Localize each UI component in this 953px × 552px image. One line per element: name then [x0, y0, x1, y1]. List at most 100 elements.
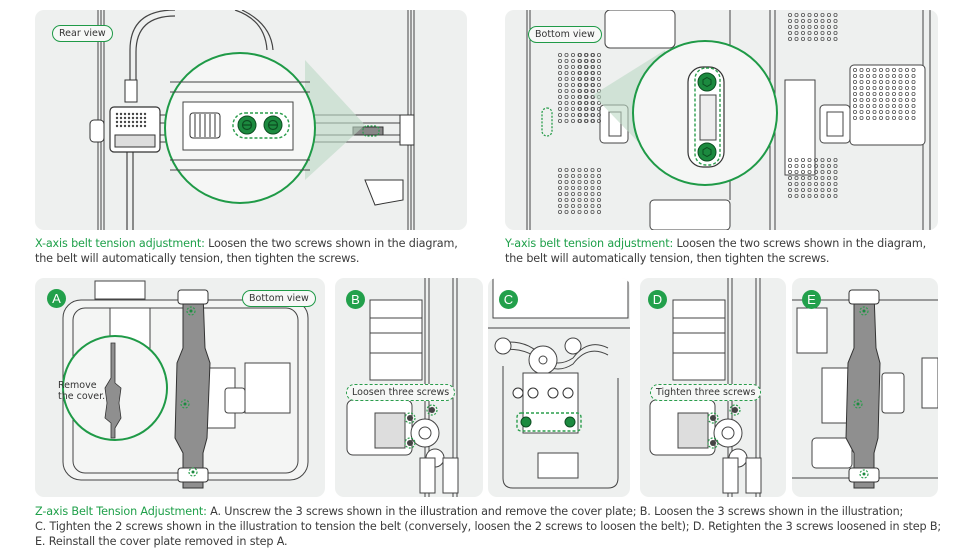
vent-hole [591, 65, 596, 70]
vent-hole [820, 24, 825, 29]
vent-hole [833, 36, 838, 41]
vent-hole [577, 191, 582, 196]
vent-hole [891, 110, 896, 115]
vent-hole [891, 116, 896, 121]
vent-hole [911, 92, 916, 97]
vent-hole [597, 107, 602, 112]
x-axis-caption-line1: Loosen the two screws shown in the diagr… [204, 237, 458, 250]
vent-hole [564, 203, 569, 208]
vent-hole [787, 13, 792, 18]
vent-hole [590, 203, 595, 208]
vent-hole [597, 59, 602, 64]
vent-hole [577, 197, 582, 202]
vent-hole [891, 68, 896, 73]
vent-hole [584, 83, 589, 88]
vent-hole [826, 36, 831, 41]
vent-hole [787, 36, 792, 41]
vent-hole [577, 167, 582, 172]
vent-hole [564, 113, 569, 118]
vent-hole [800, 157, 805, 162]
vent-hole [807, 169, 812, 174]
vent-hole [591, 77, 596, 82]
vent-hole [813, 187, 818, 192]
z-axis-caption-line3: E. Reinstall the cover plate removed in … [35, 535, 288, 548]
vent-hole [597, 203, 602, 208]
vent-hole [891, 74, 896, 79]
vent-hole [794, 36, 799, 41]
vent-hole [787, 30, 792, 35]
vent-hole [872, 110, 877, 115]
vent-hole [859, 92, 864, 97]
vent-hole [826, 187, 831, 192]
vent-hole [558, 167, 563, 172]
vent-hole [833, 13, 838, 18]
vent-hole [833, 157, 838, 162]
vent-hole [597, 101, 602, 106]
z-axis-step-b-illustration: B Loosen three screws [335, 278, 483, 497]
vent-hole [584, 59, 589, 64]
vent-hole [865, 74, 870, 79]
vent-hole [571, 89, 576, 94]
vent-hole [558, 77, 563, 82]
remove-cover-note-line1: Remove [58, 380, 97, 391]
vent-hole [564, 119, 569, 124]
vent-hole [911, 110, 916, 115]
vent-hole [591, 89, 596, 94]
vent-hole [878, 104, 883, 109]
vent-hole [807, 36, 812, 41]
vent-hole [591, 113, 596, 118]
vent-hole [859, 104, 864, 109]
step-e-diagram [792, 289, 938, 489]
vent-hole [597, 191, 602, 196]
vent-hole [865, 68, 870, 73]
vent-hole [571, 95, 576, 100]
z-axis-step-a-illustration: A Bottom view Remove the cover. [35, 278, 325, 497]
vent-hole [852, 98, 857, 103]
step-b-badge: B [346, 290, 365, 309]
vent-hole [800, 163, 805, 168]
vent-hole [597, 197, 602, 202]
vent-hole [833, 181, 838, 186]
vent-hole [571, 191, 576, 196]
vent-hole [571, 167, 576, 172]
vent-hole [564, 107, 569, 112]
vent-hole [584, 191, 589, 196]
vent-hole [833, 18, 838, 23]
vent-hole [878, 110, 883, 115]
vent-hole [564, 185, 569, 190]
vent-hole [904, 68, 909, 73]
vent-hole [584, 71, 589, 76]
vent-hole [904, 110, 909, 115]
vent-hole [807, 181, 812, 186]
vent-hole [833, 163, 838, 168]
remove-cover-note-line2: the cover. [58, 391, 106, 402]
vent-hole [578, 107, 583, 112]
vent-hole [578, 89, 583, 94]
vent-hole [590, 209, 595, 214]
y-axis-caption-line1: Loosen the two screws shown in the diagr… [673, 237, 927, 250]
vent-hole [826, 157, 831, 162]
y-axis-diagram [526, 10, 931, 230]
vent-hole [584, 197, 589, 202]
vent-hole [800, 36, 805, 41]
vent-hole [904, 74, 909, 79]
vent-hole [865, 116, 870, 121]
vent-hole [911, 80, 916, 85]
vent-hole [807, 157, 812, 162]
vent-hole [904, 92, 909, 97]
vent-hole [564, 59, 569, 64]
vent-hole [820, 181, 825, 186]
vent-hole [584, 65, 589, 70]
vent-hole [578, 83, 583, 88]
vent-hole [590, 197, 595, 202]
vent-hole [800, 187, 805, 192]
vent-hole [794, 163, 799, 168]
vent-hole [820, 169, 825, 174]
vent-hole [813, 181, 818, 186]
vent-hole [820, 36, 825, 41]
vent-hole [564, 191, 569, 196]
vent-hole [558, 107, 563, 112]
vent-hole [558, 119, 563, 124]
bottom-view-label: Bottom view [528, 26, 602, 43]
vent-hole [584, 53, 589, 58]
